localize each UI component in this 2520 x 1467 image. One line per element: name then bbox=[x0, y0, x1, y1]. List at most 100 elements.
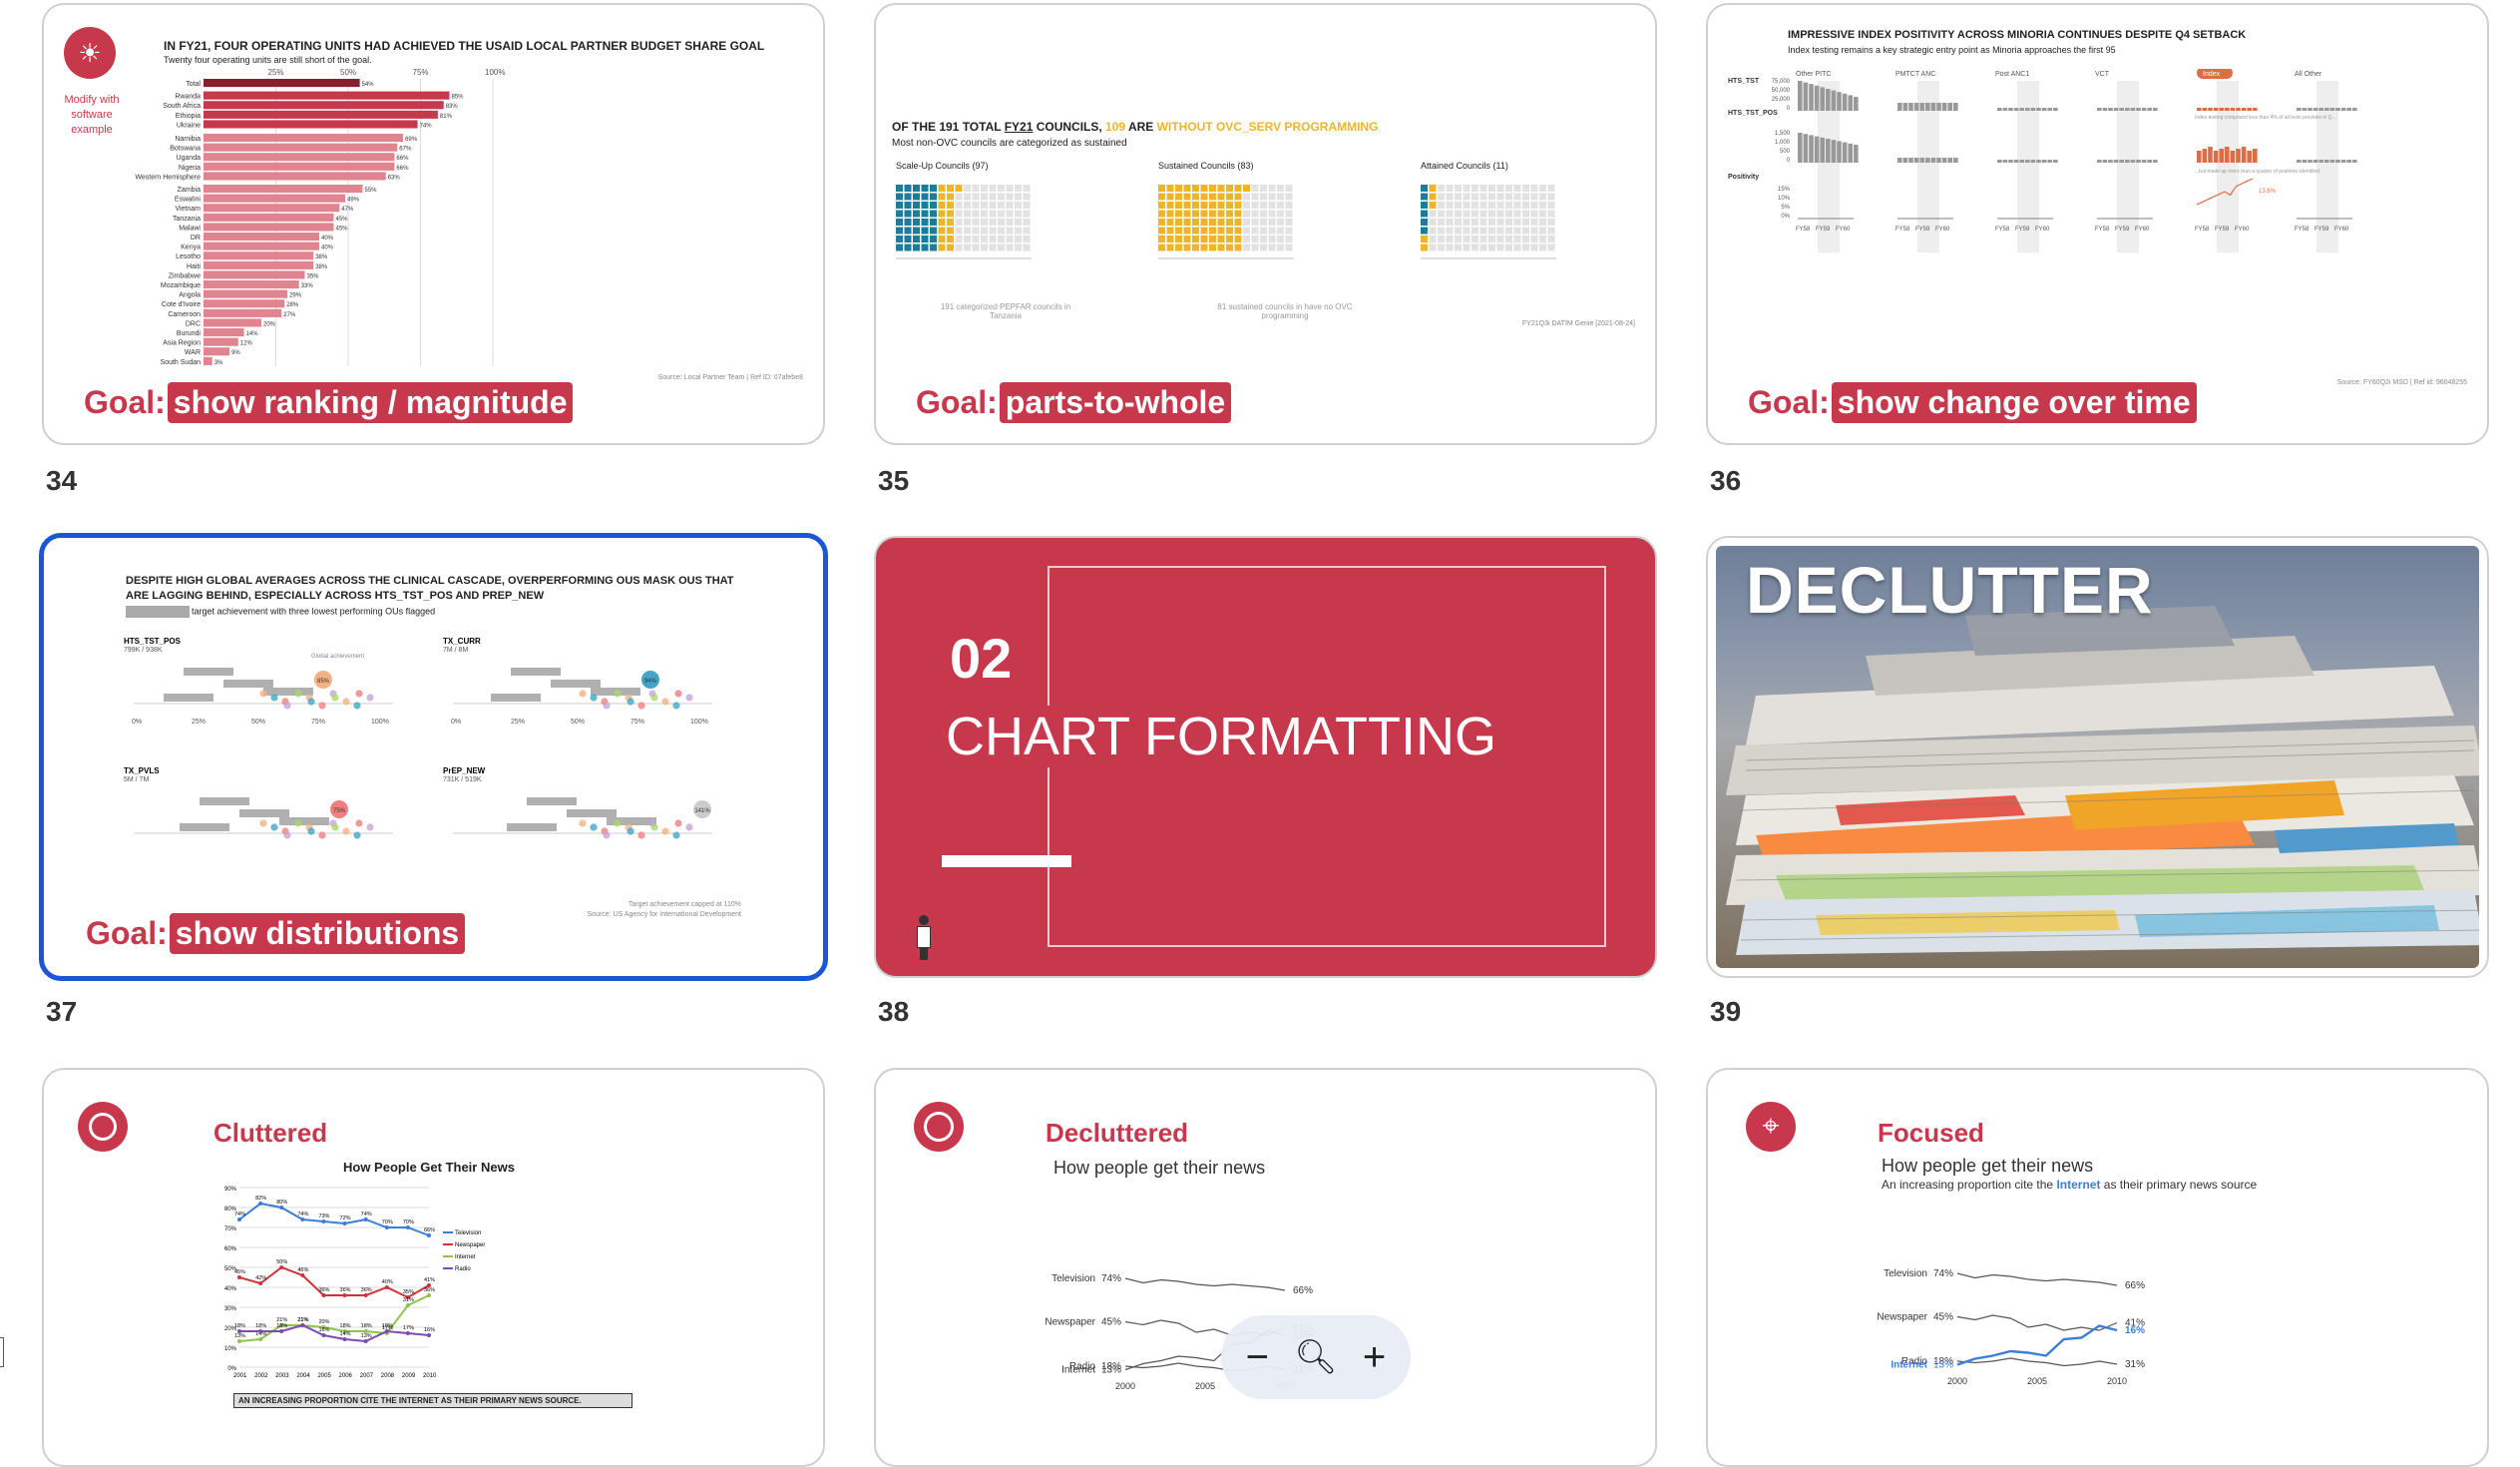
bar bbox=[2346, 108, 2351, 111]
row-label: HTS_TST bbox=[1728, 78, 1760, 85]
bar bbox=[1803, 82, 1809, 111]
series-point bbox=[384, 1225, 389, 1229]
waffle-cell bbox=[921, 210, 929, 218]
series-point bbox=[258, 1329, 263, 1333]
waffle-cell bbox=[1547, 202, 1555, 209]
y-tick-label: 70% bbox=[224, 1226, 237, 1232]
bar bbox=[204, 251, 314, 260]
flag-bar bbox=[200, 797, 249, 805]
data-label: 31% bbox=[403, 1297, 414, 1303]
bar bbox=[1854, 145, 1859, 163]
bar bbox=[1936, 158, 1941, 163]
bar bbox=[1902, 158, 1908, 163]
flag-bar bbox=[263, 688, 313, 696]
slide-thumbnail-decluttered[interactable]: Decluttered How people get their news Te… bbox=[874, 1068, 1657, 1467]
series-label: Radio bbox=[1069, 1361, 1096, 1372]
ou-dot bbox=[590, 823, 598, 831]
waffle-cell bbox=[1438, 219, 1445, 226]
slide-title: DESPITE HIGH GLOBAL AVERAGES ACROSS THE … bbox=[126, 575, 734, 602]
waffle-cell bbox=[1006, 227, 1014, 235]
zoom-in-button[interactable]: + bbox=[1362, 1335, 1387, 1379]
waffle-cell bbox=[955, 244, 963, 251]
series-point bbox=[427, 1333, 431, 1337]
slide-thumbnail-cluttered[interactable]: Cluttered How People Get Their News 90%8… bbox=[42, 1068, 825, 1467]
waffle-cell bbox=[1530, 244, 1538, 251]
waffle-cell bbox=[913, 185, 920, 192]
axis-tick-label: 100% bbox=[690, 719, 708, 726]
waffle-cell bbox=[972, 219, 980, 226]
data-label: 36% bbox=[424, 1287, 435, 1293]
bar bbox=[1837, 141, 1842, 163]
x-tick-label: FY60 bbox=[1935, 227, 1950, 233]
data-label: 50% bbox=[276, 1259, 287, 1265]
slide-source: Source: US Agency for International Deve… bbox=[587, 911, 741, 918]
slide-thumbnail-34[interactable]: ☀ Modify with software example IN FY21, … bbox=[42, 3, 825, 445]
bar-category-label: Malawi bbox=[179, 225, 201, 232]
bar bbox=[204, 153, 395, 162]
bar bbox=[2324, 160, 2329, 163]
series-label: Television bbox=[1051, 1273, 1095, 1284]
waffle-cell bbox=[1496, 185, 1504, 192]
bar bbox=[204, 213, 334, 222]
waffle-cell bbox=[1015, 236, 1022, 243]
slide-thumbnail-38[interactable]: 02 CHART FORMATTING bbox=[874, 536, 1657, 978]
waffle-cell bbox=[1023, 185, 1031, 192]
bar bbox=[2302, 160, 2308, 163]
waffle-cell bbox=[1192, 227, 1199, 235]
bar bbox=[204, 308, 282, 317]
waffle-cell bbox=[989, 219, 997, 226]
waffle-cell bbox=[1192, 219, 1199, 226]
flag-bar bbox=[239, 809, 289, 817]
zoom-icon[interactable]: 🔍︎ bbox=[1294, 1338, 1338, 1376]
waffle-cell bbox=[1166, 202, 1174, 209]
waffle-cell bbox=[998, 202, 1005, 209]
bar bbox=[2236, 108, 2241, 111]
bar-value-label: 33% bbox=[301, 283, 314, 289]
bar-category-label: Angola bbox=[179, 292, 201, 299]
bar bbox=[2297, 160, 2302, 163]
ou-dot bbox=[672, 702, 680, 710]
y-tick-label: 40% bbox=[224, 1286, 237, 1292]
waffle-cell bbox=[1285, 193, 1293, 201]
waffle-cell bbox=[1166, 227, 1174, 235]
data-label: 17% bbox=[403, 1325, 414, 1331]
waffle-cell bbox=[1158, 210, 1165, 218]
axis-tick-label: 75% bbox=[413, 68, 429, 77]
series-point bbox=[279, 1323, 284, 1327]
series-point bbox=[279, 1265, 284, 1269]
slide-thumbnail-37[interactable]: DESPITE HIGH GLOBAL AVERAGES ACROSS THE … bbox=[39, 533, 828, 981]
bar bbox=[2208, 147, 2213, 163]
bar bbox=[2241, 108, 2247, 111]
slide-thumbnail-36[interactable]: IMPRESSIVE INDEX POSITIVITY ACROSS MINOR… bbox=[1706, 3, 2489, 445]
waffle-cell bbox=[1438, 193, 1445, 201]
waffle-cell bbox=[1277, 244, 1284, 251]
y-tick-label: 0 bbox=[1787, 158, 1791, 164]
bar bbox=[204, 223, 334, 232]
end-value-label: 31% bbox=[2125, 1359, 2145, 1370]
waffle-cell bbox=[1421, 227, 1428, 235]
data-label: 45% bbox=[234, 1269, 245, 1275]
goal-label: Goal:show change over time bbox=[1748, 382, 2197, 423]
waffle-cell bbox=[938, 236, 946, 243]
slide-thumbnail-focused[interactable]: ⌖ Focused How people get their news An i… bbox=[1706, 1068, 2489, 1467]
waffle-cell bbox=[1455, 210, 1462, 218]
waffle-cell bbox=[1158, 219, 1165, 226]
waffle-cell bbox=[1479, 185, 1487, 192]
bar bbox=[1820, 87, 1825, 111]
y-tick-label: 50% bbox=[224, 1266, 237, 1272]
flag-bar bbox=[527, 797, 577, 805]
waffle-cell bbox=[1006, 219, 1014, 226]
data-label: 36% bbox=[340, 1287, 351, 1293]
slide-thumbnail-39[interactable]: DECLUTTER bbox=[1706, 536, 2489, 978]
waffle-cell bbox=[1463, 227, 1470, 235]
bar bbox=[204, 172, 386, 181]
waffle-cell bbox=[1175, 193, 1182, 201]
zoom-out-button[interactable]: − bbox=[1245, 1335, 1270, 1379]
waffle-cell bbox=[1243, 219, 1250, 226]
waffle-cell bbox=[1023, 219, 1031, 226]
waffle-cell bbox=[1429, 236, 1437, 243]
waffle-cell bbox=[1530, 193, 1538, 201]
bar bbox=[2053, 160, 2058, 163]
slide-thumbnail-35[interactable]: OF THE 191 TOTAL FY21 COUNCILS, 109 ARE … bbox=[874, 3, 1657, 445]
x-tick-label: FY60 bbox=[2135, 227, 2150, 233]
